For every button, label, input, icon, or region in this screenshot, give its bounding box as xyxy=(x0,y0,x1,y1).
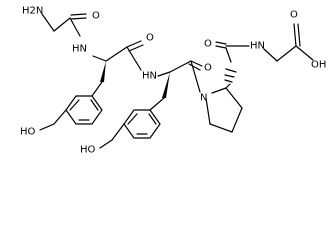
bond xyxy=(263,48,278,62)
atom-label-oxygen: O xyxy=(92,11,100,22)
bond xyxy=(90,99,99,111)
bond xyxy=(209,123,233,133)
bond xyxy=(127,113,138,125)
bond xyxy=(128,44,144,52)
phenyl-ring xyxy=(123,109,161,139)
bond xyxy=(215,45,227,49)
bond xyxy=(70,13,87,16)
atom-label-oxygen: O xyxy=(146,33,154,44)
bond xyxy=(190,60,203,67)
atom-label-nh: HN xyxy=(250,41,265,52)
wedge-bond xyxy=(162,72,170,98)
molecule-drawing: H2N O HN O HN O N O HN O OH HO HO xyxy=(20,6,326,156)
bond xyxy=(293,23,297,47)
bond xyxy=(149,97,165,111)
bond xyxy=(69,17,81,37)
bond xyxy=(225,47,232,63)
bond xyxy=(148,113,157,125)
bond xyxy=(225,87,243,109)
bond xyxy=(126,46,142,71)
bond xyxy=(188,63,201,71)
bond xyxy=(70,17,87,20)
phenyl-ring xyxy=(65,95,103,125)
hashed-bond xyxy=(224,74,235,78)
bond xyxy=(190,60,201,93)
wedge-bond xyxy=(100,61,106,82)
atom-label-oxygen: O xyxy=(290,10,298,21)
bond xyxy=(53,109,67,125)
bond xyxy=(169,60,192,73)
hashed-bond xyxy=(225,68,237,73)
atom-label-hydroxyl: HO xyxy=(80,145,96,156)
bond xyxy=(231,107,243,133)
atom-label-oxygen: O xyxy=(204,39,212,50)
bond xyxy=(69,99,80,111)
bond xyxy=(295,45,314,61)
atom-label-hydroxyl: HO xyxy=(20,127,36,138)
bond xyxy=(211,87,227,94)
bond xyxy=(105,46,128,62)
bond xyxy=(126,40,142,48)
structure-diagram: H2N O HN O HN O N O HN O OH HO HO xyxy=(20,6,326,156)
bond xyxy=(99,139,113,149)
bond xyxy=(39,123,55,131)
bond xyxy=(111,123,125,141)
hashed-bond xyxy=(224,79,233,83)
bond xyxy=(297,23,301,47)
hashed-bond xyxy=(225,83,231,89)
atom-label-hydroxyl: OH xyxy=(311,60,326,71)
bond xyxy=(215,41,227,45)
bond xyxy=(276,45,297,62)
atom-label-nitrogen: N xyxy=(200,93,207,104)
bond xyxy=(91,81,103,97)
bond xyxy=(157,71,171,77)
bond xyxy=(53,17,71,32)
bond xyxy=(41,13,55,32)
bond xyxy=(92,55,107,62)
atom-label-nh: HN xyxy=(142,71,157,82)
atom-label-nh: HN xyxy=(72,44,87,55)
bond xyxy=(205,97,211,125)
atom-label-nh2: H2N xyxy=(22,6,43,17)
atom-label-oxygen: O xyxy=(204,63,212,74)
